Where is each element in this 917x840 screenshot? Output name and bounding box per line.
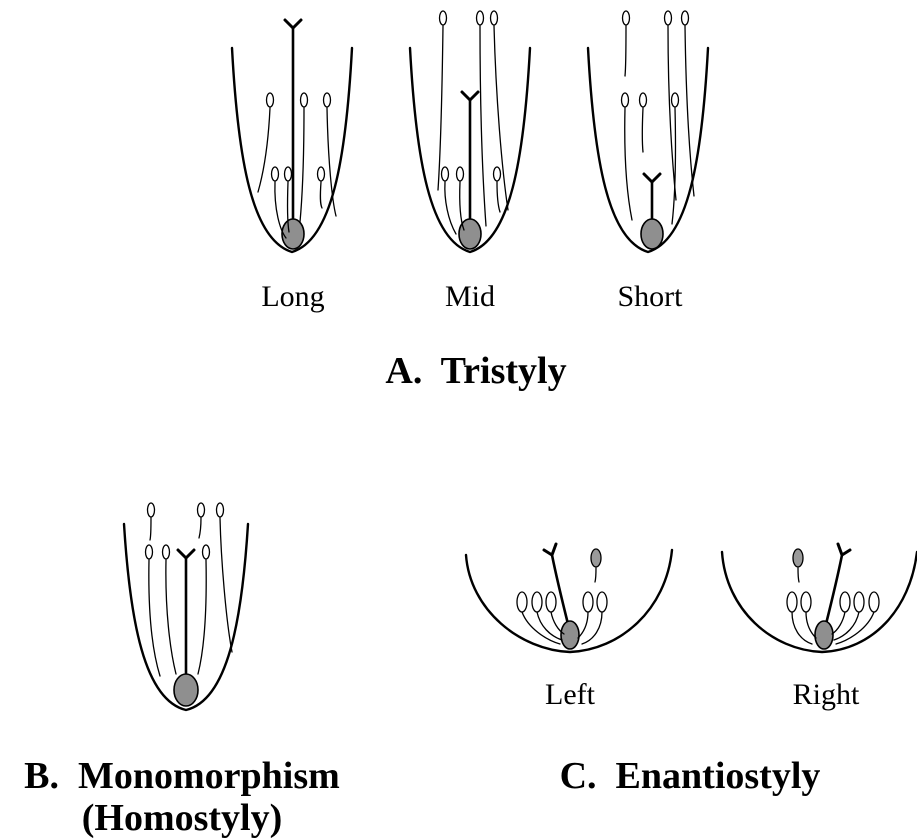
filament [320, 182, 322, 208]
anther [477, 11, 484, 25]
right-morph-flower [722, 544, 917, 652]
anther [546, 592, 556, 612]
anther [318, 167, 325, 181]
stigma [644, 174, 660, 182]
filament [625, 108, 632, 220]
label-left: Left [545, 678, 596, 711]
filament [198, 560, 206, 674]
filament [149, 560, 160, 676]
ovary [561, 621, 579, 649]
filament [258, 108, 270, 192]
anther [623, 11, 630, 25]
anther [854, 592, 864, 612]
anther [267, 93, 274, 107]
anther [665, 11, 672, 25]
long-morph-flower [232, 20, 352, 252]
anther [640, 93, 647, 107]
homostylous-flower [124, 503, 248, 710]
label-short: Short [617, 280, 683, 313]
anther [494, 167, 501, 181]
anther [440, 11, 447, 25]
stigma [544, 544, 556, 555]
anther [517, 592, 527, 612]
stigma [285, 20, 301, 28]
anther [532, 592, 542, 612]
heading-monomorphism: B. Monomorphism [24, 755, 340, 797]
short-morph-flower [588, 11, 708, 252]
left-morph-flower [466, 544, 672, 652]
anther [163, 545, 170, 559]
filament [494, 26, 508, 210]
anther [787, 592, 797, 612]
filament [150, 518, 151, 540]
anther [442, 167, 449, 181]
anther [146, 545, 153, 559]
anther [457, 167, 464, 181]
stigma [838, 544, 850, 555]
filament [537, 612, 562, 640]
anther [801, 592, 811, 612]
anther [491, 11, 498, 25]
anther [840, 592, 850, 612]
heading-homostyly: (Homostyly) [82, 797, 283, 839]
anther [217, 503, 224, 517]
style [826, 555, 842, 624]
anther [203, 545, 210, 559]
filament [166, 560, 176, 674]
stigma [178, 550, 194, 558]
filament [595, 568, 596, 582]
filament [834, 612, 859, 640]
anther [301, 93, 308, 107]
anther [148, 503, 155, 517]
anther [869, 592, 879, 612]
heading-tristyly: A. Tristyly [385, 350, 566, 392]
anther [198, 503, 205, 517]
style [552, 555, 568, 624]
anther [324, 93, 331, 107]
ovary [641, 219, 663, 249]
label-mid: Mid [445, 280, 495, 313]
monomorphism-panel: B. Monomorphism (Homostyly) [24, 503, 340, 839]
ovary [282, 219, 304, 249]
filament [522, 612, 560, 644]
enantiostyly-panel: Left Right C. Enantiostyly [466, 544, 917, 797]
filament [220, 518, 232, 652]
mid-morph-flower [410, 11, 530, 252]
filament [497, 182, 500, 212]
ovary [815, 621, 833, 649]
anther [597, 592, 607, 612]
filament [798, 568, 799, 582]
label-right: Right [793, 678, 860, 711]
filament [199, 518, 201, 538]
ovary [174, 674, 198, 706]
filament [685, 26, 694, 196]
label-long: Long [261, 280, 324, 313]
anther [622, 93, 629, 107]
filament [480, 26, 486, 226]
filament [438, 26, 443, 190]
anther-dot [591, 549, 601, 567]
anther [682, 11, 689, 25]
anther [285, 167, 292, 181]
filament [625, 26, 626, 76]
filament [445, 182, 456, 234]
heading-enantiostyly: C. Enantiostyly [560, 755, 821, 797]
filament [836, 612, 874, 644]
anther-dot [793, 549, 803, 567]
filament [642, 108, 643, 152]
stigma [462, 92, 478, 100]
filament [832, 612, 845, 634]
anther [272, 167, 279, 181]
filament [300, 108, 304, 222]
anther [583, 592, 593, 612]
tristyly-panel: Long Mid Short A. Tristyly [232, 11, 708, 392]
anther [672, 93, 679, 107]
